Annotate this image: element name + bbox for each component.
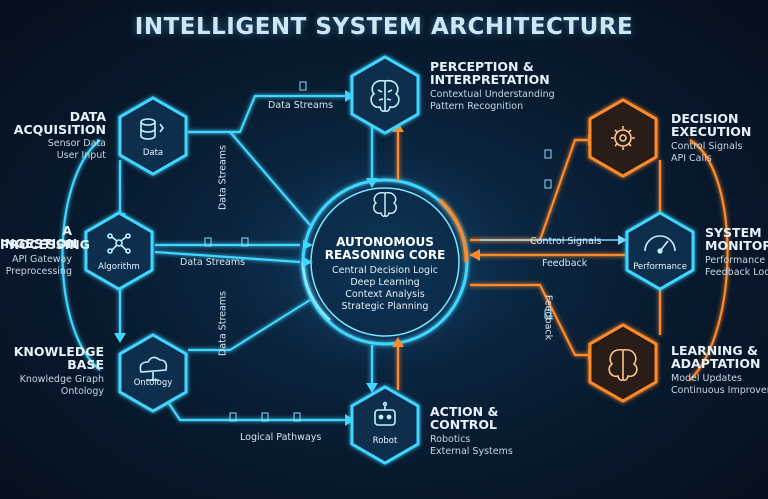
ingestion-title-1: A INGESTION <box>0 223 78 251</box>
core-ring-accent <box>302 261 331 321</box>
action-title-2: CONTROL <box>430 417 498 432</box>
action-sub-1: Robotics <box>430 434 471 445</box>
data-acquisition-sub-2: User Input <box>56 150 106 161</box>
decision-title-1: DECISION <box>671 111 739 126</box>
link-ingestion-core-2 <box>154 250 301 264</box>
learning-sub-2: Continuous Improvem <box>671 385 768 396</box>
core-title-line-1: AUTONOMOUS <box>336 235 434 249</box>
data-acquisition-title-2: ACQUISITION <box>13 122 106 137</box>
ingestion-sub-1: API Gateway <box>11 254 72 265</box>
action-sub-2: External Systems <box>430 446 513 457</box>
action-title-1: ACTION & <box>430 404 499 419</box>
knowledge-sub-1: Knowledge Graph <box>19 374 104 385</box>
ingestion-title-2: PROCESSING <box>0 237 90 252</box>
arrow-down-core <box>366 178 378 188</box>
monitor-sub-1: Performance <box>705 255 766 266</box>
knowledge-title-2: BASE <box>67 357 104 372</box>
arrow-down-action <box>366 383 378 393</box>
link-knowledge-action <box>159 389 345 422</box>
knowledge-sub-2: Ontology <box>60 386 104 397</box>
doc-glyph <box>229 412 237 422</box>
flow-label-vertical-lower: Data Streams <box>217 290 229 357</box>
flow-label-feedback-vertical: Feedback <box>542 294 554 341</box>
arrow-control-signals <box>618 235 627 245</box>
doc-glyph <box>241 237 249 247</box>
core-line-3: Context Analysis <box>345 289 425 300</box>
link-data-core <box>188 130 311 226</box>
flow-label-middle-data-streams: Data Streams <box>180 257 246 268</box>
decision-title-2: EXECUTION <box>671 124 752 139</box>
core-line-2: Deep Learning <box>350 277 420 288</box>
gear-icon <box>611 126 635 150</box>
hex-decision <box>588 98 658 178</box>
perception-sub-1: Contextual Understanding <box>430 89 555 100</box>
core-title-line-2: REASONING CORE <box>324 248 446 262</box>
hex-label-performance: Performance <box>633 262 687 272</box>
data-acquisition-title-1: DATA <box>69 109 106 124</box>
hex-ingestion <box>84 211 154 291</box>
flow-label-logical-pathways: Logical Pathways <box>240 432 322 443</box>
arrow-core-1 <box>303 240 313 250</box>
flow-label-control-signals: Control Signals <box>530 236 602 247</box>
decision-sub-1: Control Signals <box>671 141 743 152</box>
data-acquisition-sub-1: Sensor Data <box>47 138 106 149</box>
flow-label-top-data-streams: Data Streams <box>268 100 334 111</box>
robot-icon <box>374 401 396 426</box>
flow-label-feedback: Feedback <box>542 258 588 269</box>
doc-glyph <box>544 179 552 189</box>
ingestion-sub-2: Preprocessing <box>5 266 72 277</box>
hex-label-data: Data <box>142 148 164 158</box>
arrow-feedback <box>470 249 480 261</box>
monitor-title-2: MONITORI <box>705 239 768 252</box>
flow-label-vertical-upper: Data Streams <box>217 144 229 211</box>
learning-sub-1: Model Updates <box>671 373 742 384</box>
doc-glyph <box>261 412 269 422</box>
doc-glyph <box>544 309 552 319</box>
brain-icon <box>370 80 400 113</box>
arrow-down-knowledge <box>114 333 126 343</box>
arrow-action <box>345 414 355 426</box>
arrow-up-core <box>392 337 404 347</box>
network-icon <box>107 233 131 254</box>
doc-glyph <box>544 149 552 159</box>
link-outer-loop-right <box>689 139 729 381</box>
hex-data <box>118 96 188 176</box>
hex-label-robot: Robot <box>372 436 398 446</box>
core-ring-orange <box>438 198 468 263</box>
link-knowledge-core <box>188 299 311 352</box>
database-icon <box>140 118 164 140</box>
core-brain-icon <box>373 192 397 217</box>
monitor-title-1: SYSTEM <box>705 226 762 239</box>
perception-title-1: PERCEPTION & <box>430 59 534 74</box>
brain-gear-icon <box>608 349 638 382</box>
core-line-4: Strategic Planning <box>341 301 429 312</box>
core-line-1: Central Decision Logic <box>332 265 438 276</box>
monitor-sub-2: Feedback Loo <box>705 267 768 278</box>
hex-label-algorithm: Algorithm <box>98 262 140 272</box>
learning-title-2: ADAPTATION <box>671 356 761 371</box>
link-outer-loop <box>61 139 101 371</box>
doc-glyph <box>299 81 307 91</box>
page-title: INTELLIGENT SYSTEM ARCHITECTURE <box>134 14 634 40</box>
knowledge-title-1: KNOWLEDGE <box>13 344 104 359</box>
gauge-icon <box>644 235 676 254</box>
doc-glyph <box>204 237 212 247</box>
decision-sub-2: API Calls <box>671 153 712 164</box>
cloud-icon <box>139 356 168 381</box>
link-core-learning <box>470 283 590 357</box>
perception-title-2: INTERPRETATION <box>430 72 550 87</box>
arrow-perception <box>345 90 355 102</box>
perception-sub-2: Pattern Recognition <box>430 101 524 112</box>
learning-title-1: LEARNING & <box>671 343 758 358</box>
doc-glyph <box>293 412 301 422</box>
arrow-core-2 <box>303 257 313 267</box>
hex-label-ontology: Ontology <box>133 378 173 388</box>
